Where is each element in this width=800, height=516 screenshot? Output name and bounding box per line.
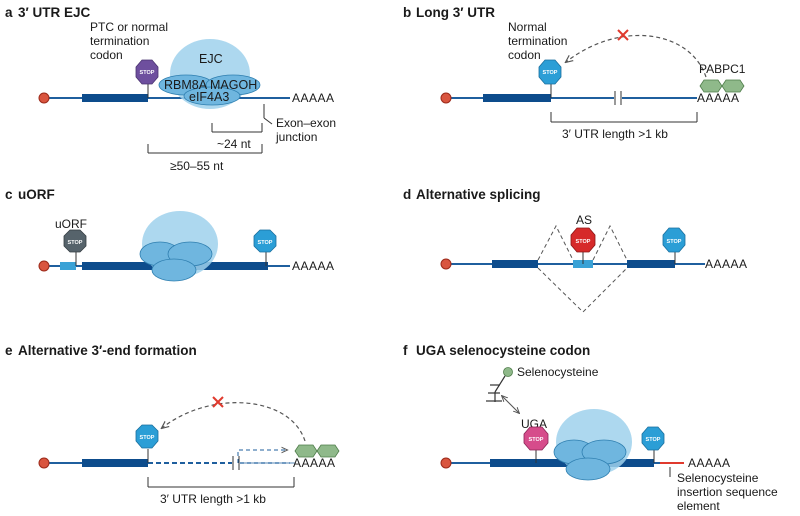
distance-50nt: ≥50–55 nt — [170, 159, 224, 173]
ejc-complex: EJC RBM8A MAGOH eIF4A3 — [158, 39, 261, 109]
ribosome-icon — [139, 211, 218, 282]
uorf-box — [60, 262, 76, 270]
eif4a3-label: eIF4A3 — [189, 90, 229, 104]
distance-24nt: ~24 nt — [217, 137, 251, 151]
alternative-end-arrow — [237, 450, 287, 463]
stop-sign-grey-icon: STOP — [63, 229, 87, 253]
cap — [38, 260, 50, 272]
polya-tail: AAAAA — [292, 91, 335, 105]
stop-sign-blue-icon: STOP — [662, 227, 686, 253]
svg-text:STOP: STOP — [68, 240, 83, 246]
utr-length-label: 3′ UTR length >1 kb — [160, 492, 266, 506]
panel-a-letter: a — [5, 5, 13, 20]
polya-tail: AAAAA — [688, 456, 731, 470]
trna-icon — [486, 367, 513, 402]
secis-label-line2: insertion sequence — [677, 485, 778, 499]
normal-label-line3: codon — [508, 48, 541, 62]
panel-f-letter: f — [403, 343, 408, 358]
cap — [38, 92, 50, 104]
panel-e-letter: e — [5, 343, 13, 358]
blocked-cross-icon — [617, 29, 629, 41]
svg-text:STOP: STOP — [576, 239, 591, 245]
panel-d-letter: d — [403, 187, 411, 202]
stop-sign-blue-icon: STOP — [641, 426, 665, 451]
cap — [440, 258, 452, 270]
coding-exon — [82, 94, 148, 102]
ptc-label-line2: termination — [90, 34, 149, 48]
svg-text:STOP: STOP — [140, 70, 155, 76]
stop-sign-blue-icon: STOP — [538, 59, 562, 85]
cap — [440, 457, 452, 469]
normal-label-line1: Normal — [508, 20, 547, 34]
selenocysteine-label: Selenocysteine — [517, 365, 599, 379]
svg-text:STOP: STOP — [258, 240, 273, 246]
uorf-label: uORF — [55, 217, 87, 231]
stop-sign-pink-icon: STOP — [523, 426, 549, 451]
as-label: AS — [576, 213, 592, 227]
utr-length-label: 3′ UTR length >1 kb — [562, 127, 668, 141]
cap — [38, 457, 50, 469]
pabpc1-protein-icon — [294, 444, 340, 458]
coding-exon — [82, 459, 148, 467]
ptc-label-line3: codon — [90, 48, 123, 62]
coding-exon — [483, 94, 551, 102]
panel-f: f UGA selenocysteine codon AAAAA Selenoc… — [403, 343, 778, 513]
cap — [440, 92, 452, 104]
interaction-arrow — [566, 34, 707, 78]
panel-d: d Alternative splicing AAAAA AS STOP STO… — [403, 187, 748, 313]
interaction-arrow — [162, 402, 306, 442]
decoding-arrow — [502, 396, 519, 413]
polya-tail: AAAAA — [293, 456, 336, 470]
exon-1 — [492, 260, 538, 268]
magoh-label: MAGOH — [210, 78, 257, 92]
svg-text:STOP: STOP — [140, 435, 155, 441]
blocked-cross-icon — [212, 396, 224, 408]
panel-e-title: Alternative 3′-end formation — [18, 343, 197, 358]
stop-sign-red-icon: STOP — [570, 227, 596, 253]
polya-tail: AAAAA — [705, 257, 748, 271]
panel-e: e Alternative 3′-end formation AAAAA STO… — [5, 343, 340, 506]
stop-sign-purple-icon: STOP — [135, 59, 159, 85]
svg-text:STOP: STOP — [529, 437, 544, 443]
panel-c-title: uORF — [18, 187, 55, 202]
panel-c-letter: c — [5, 187, 13, 202]
polya-tail: AAAAA — [292, 259, 335, 273]
ribosome-icon — [553, 409, 632, 481]
junction-label-line1: Exon–exon — [276, 116, 336, 130]
svg-text:STOP: STOP — [543, 70, 558, 76]
panel-b-title: Long 3′ UTR — [416, 5, 495, 20]
ejc-label: EJC — [199, 52, 223, 66]
panel-f-title: UGA selenocysteine codon — [416, 343, 590, 358]
secis-label-line3: element — [677, 499, 720, 513]
panel-d-title: Alternative splicing — [416, 187, 541, 202]
secis-label-line1: Selenocysteine — [677, 471, 759, 485]
rbm8a-label: RBM8A — [164, 78, 208, 92]
panel-b: b Long 3′ UTR AAAAA Normal termination c… — [403, 5, 746, 141]
svg-text:STOP: STOP — [646, 437, 661, 443]
svg-text:STOP: STOP — [667, 239, 682, 245]
exon-3 — [627, 260, 675, 268]
panel-c: c uORF AAAAA uORF STOP STOP — [5, 187, 335, 282]
normal-label-line2: termination — [508, 34, 567, 48]
pabpc1-label: PABPC1 — [699, 62, 746, 76]
polya-tail: AAAAA — [697, 91, 740, 105]
selenocysteine-residue-icon — [503, 367, 513, 377]
stop-sign-blue-icon: STOP — [135, 424, 159, 449]
pabpc1-protein-icon — [699, 79, 745, 93]
stop-sign-blue-icon: STOP — [253, 229, 277, 253]
junction-label-line2: junction — [275, 130, 317, 144]
eif4a3-subunit — [183, 86, 241, 106]
panel-b-letter: b — [403, 5, 411, 20]
ptc-label-line1: PTC or normal — [90, 20, 168, 34]
splice-paths — [537, 224, 628, 313]
panel-a-title: 3′ UTR EJC — [18, 5, 91, 20]
panel-a: a 3′ UTR EJC AAAAA PTC or normal termina… — [5, 5, 336, 173]
